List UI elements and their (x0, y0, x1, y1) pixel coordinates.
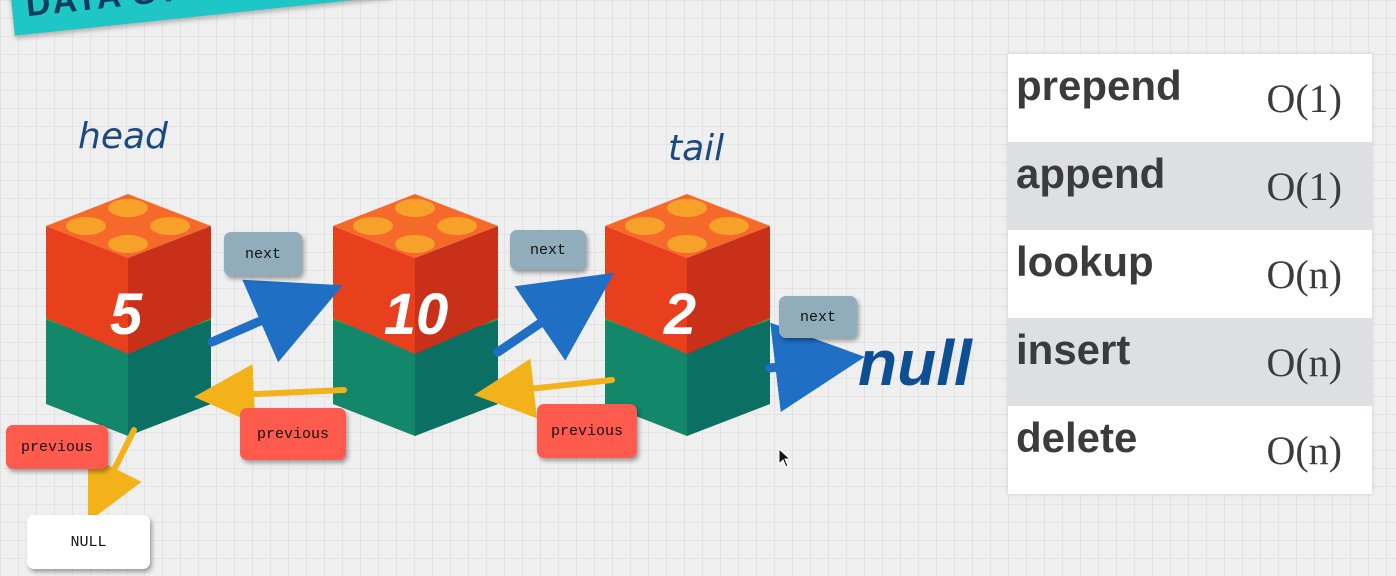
previous-tag-3: previous (537, 404, 637, 458)
table-row: insert O(n) (1008, 318, 1372, 406)
next-arrow-3 (765, 322, 865, 413)
operation-complexity: O(1) (1266, 75, 1342, 121)
operation-name: lookup (1016, 238, 1154, 285)
table-row: delete O(n) (1008, 406, 1372, 494)
previous-arrow-null (87, 427, 142, 523)
table-row: append O(1) (1008, 142, 1372, 230)
operation-complexity: O(n) (1266, 427, 1342, 473)
previous-arrow-1 (194, 364, 347, 425)
node-value-2: 10 (384, 282, 449, 347)
previous-tag-1: previous (6, 425, 108, 469)
operation-name: insert (1016, 326, 1131, 373)
operation-complexity: O(1) (1266, 163, 1342, 209)
next-arrow-2 (493, 272, 615, 361)
next-tag-2: next (510, 230, 586, 270)
operation-name: prepend (1016, 62, 1182, 109)
table-row: lookup O(n) (1008, 230, 1372, 318)
mouse-cursor-icon (778, 448, 792, 468)
node-value-1: 5 (110, 282, 143, 347)
operation-complexity: O(n) (1266, 251, 1342, 297)
head-label: head (78, 116, 168, 157)
operation-complexity: O(n) (1266, 339, 1342, 385)
complexity-table: prepend O(1) append O(1) lookup O(n) ins… (1008, 54, 1372, 494)
next-arrow-1 (207, 279, 343, 363)
previous-arrow-2 (474, 358, 615, 419)
previous-tag-2: previous (240, 408, 346, 460)
null-box: NULL (27, 515, 150, 569)
tail-label: tail (668, 128, 725, 169)
operation-name: delete (1016, 414, 1138, 461)
operation-name: append (1016, 150, 1166, 197)
null-label: null (858, 327, 972, 399)
node-value-3: 2 (663, 282, 696, 347)
linked-list-diagram: 5 10 2 (46, 194, 865, 523)
next-tag-3: next (779, 296, 857, 338)
next-tag-1: next (224, 232, 302, 276)
table-row: prepend O(1) (1008, 54, 1372, 142)
